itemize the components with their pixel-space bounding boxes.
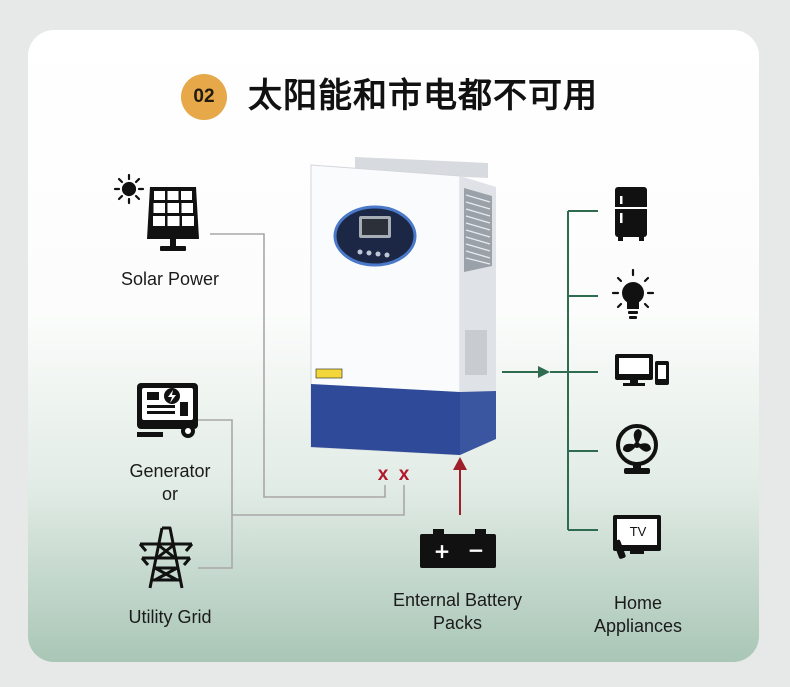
inverter-unit xyxy=(310,157,496,456)
light-bulb-icon xyxy=(611,268,655,319)
sun-icon xyxy=(113,173,145,205)
battery-label: Enternal Battery Packs xyxy=(375,589,540,635)
battery-minus-symbol: − xyxy=(468,538,485,562)
battery-label-line2: Packs xyxy=(432,613,483,633)
disconnect-mark-solar: x xyxy=(378,464,389,485)
step-badge: 02 xyxy=(181,74,227,120)
disconnect-mark-grid: x xyxy=(399,464,410,485)
battery-plus-symbol: + xyxy=(434,539,451,563)
generator-label-line1: Generator xyxy=(129,461,211,481)
appliances-label-line2: Appliances xyxy=(593,616,683,636)
appliances-label-line1: Home xyxy=(613,593,662,613)
fan-icon xyxy=(616,424,658,474)
utility-tower-icon xyxy=(138,526,194,589)
home-appliances-label: Home Appliances xyxy=(578,592,698,638)
refrigerator-icon xyxy=(615,187,647,241)
utility-grid-label: Utility Grid xyxy=(128,607,212,627)
tv-screen-text: TV xyxy=(630,524,647,539)
generator-label: Generator or xyxy=(110,460,230,506)
generator-icon xyxy=(137,383,198,438)
output-flow-arrow xyxy=(502,366,568,378)
battery-label-line1: Enternal Battery xyxy=(392,590,523,610)
page-title: 太阳能和市电都不可用 xyxy=(248,76,598,116)
solar-panel-icon xyxy=(147,187,199,251)
generator-label-line2: or xyxy=(161,484,178,504)
solar-connection-line xyxy=(210,233,386,498)
solar-power-label: Solar Power xyxy=(120,269,220,289)
appliance-bus xyxy=(567,210,598,531)
battery-flow-arrow xyxy=(453,457,467,515)
computer-icon xyxy=(615,354,669,386)
tv-icon xyxy=(613,515,661,559)
battery-icon xyxy=(420,529,496,568)
generator-connection-line xyxy=(198,419,405,569)
